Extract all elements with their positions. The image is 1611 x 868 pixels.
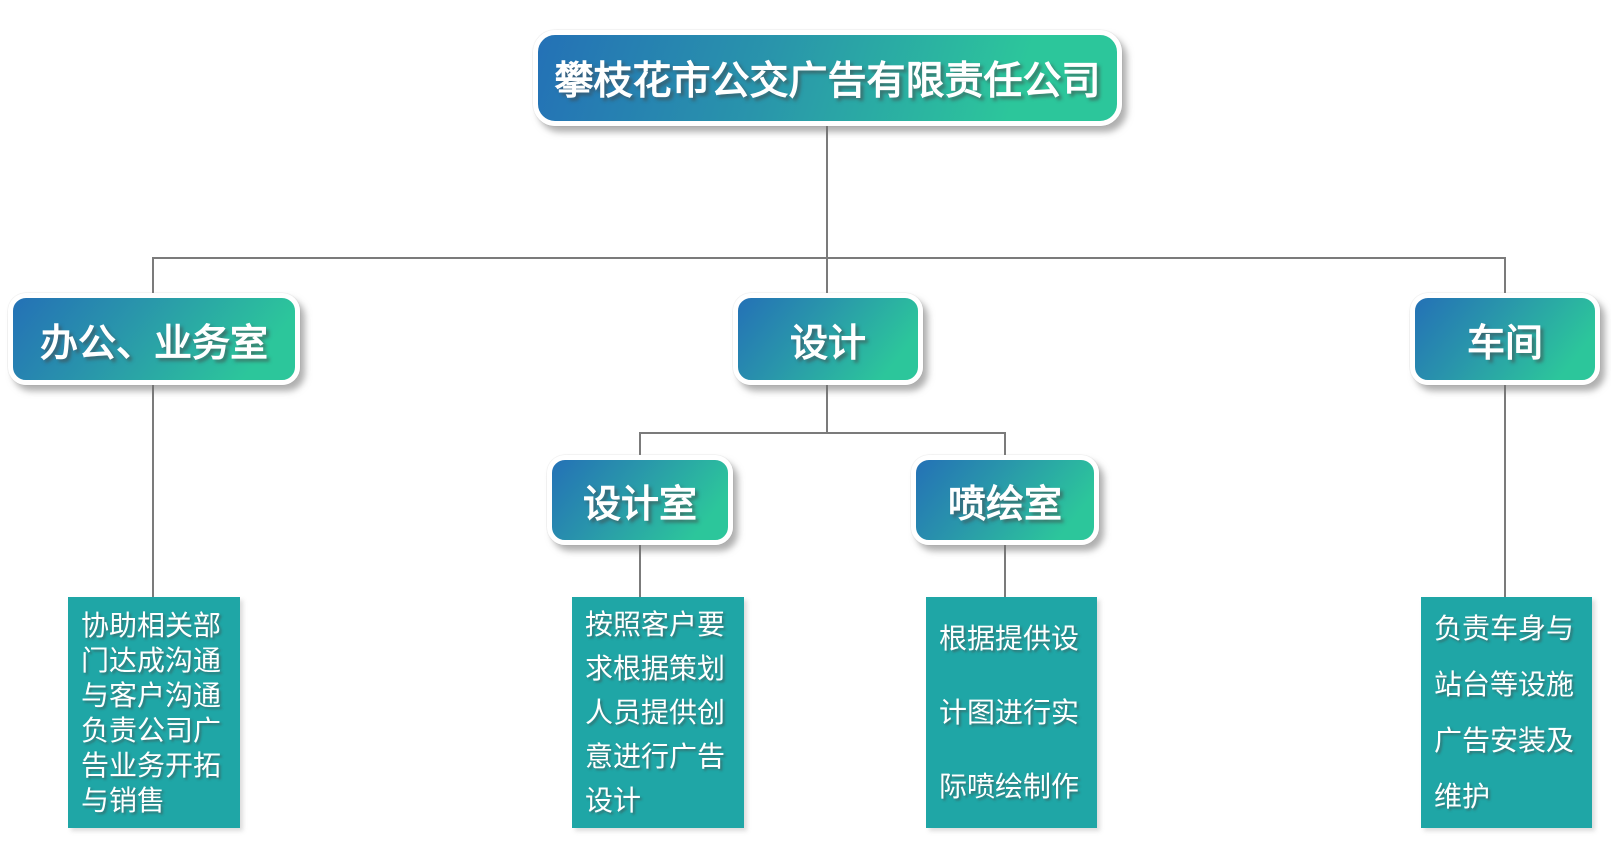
connector-designroom-desc — [639, 543, 641, 599]
org-node-design-room-label: 设计室 — [582, 483, 697, 526]
desc-workshop: 负责车身与 站台等设施 广告安装及 维护 — [1421, 597, 1592, 828]
desc-office-text: 协助相关部 门达成沟通 与客户沟通 负责公司广 告业务开拓 与销售 — [81, 609, 222, 816]
connector-rail-level2 — [152, 257, 1506, 259]
org-node-spray-room: 喷绘室 — [911, 455, 1099, 545]
org-node-office: 办公、业务室 — [8, 293, 300, 385]
desc-design-room-text: 按照客户要 求根据策划 人员提供创 意进行广告 设计 — [585, 608, 726, 816]
connector-workshop-desc — [1504, 383, 1506, 599]
connector-rail-level3 — [639, 432, 1006, 434]
connector-office-desc — [152, 383, 154, 599]
desc-office: 协助相关部 门达成沟通 与客户沟通 负责公司广 告业务开拓 与销售 — [68, 597, 240, 828]
connector-stub-office — [152, 257, 154, 295]
connector-stub-designroom — [639, 432, 641, 457]
org-node-design-label: 设计 — [789, 322, 866, 365]
org-node-workshop-label: 车间 — [1466, 322, 1543, 365]
org-node-office-label: 办公、业务室 — [39, 322, 268, 365]
connector-stub-sprayroom — [1004, 432, 1006, 457]
org-node-company-label: 攀枝花市公交广告有限责任公司 — [554, 60, 1101, 103]
connector-stub-workshop — [1504, 257, 1506, 295]
org-node-design-room: 设计室 — [547, 455, 733, 545]
desc-spray-room-text: 根据提供设 计图进行实 际喷绘制作 — [939, 622, 1080, 802]
desc-design-room: 按照客户要 求根据策划 人员提供创 意进行广告 设计 — [572, 597, 744, 828]
connector-root-drop — [826, 125, 828, 259]
connector-design-drop — [826, 383, 828, 434]
org-node-design: 设计 — [733, 293, 923, 385]
org-node-workshop: 车间 — [1410, 293, 1600, 385]
org-node-spray-room-label: 喷绘室 — [947, 483, 1062, 526]
org-node-company: 攀枝花市公交广告有限责任公司 — [533, 30, 1122, 126]
desc-spray-room: 根据提供设 计图进行实 际喷绘制作 — [926, 597, 1097, 828]
connector-stub-design — [826, 257, 828, 295]
desc-workshop-text: 负责车身与 站台等设施 广告安装及 维护 — [1434, 612, 1575, 812]
connector-sprayroom-desc — [1004, 543, 1006, 599]
